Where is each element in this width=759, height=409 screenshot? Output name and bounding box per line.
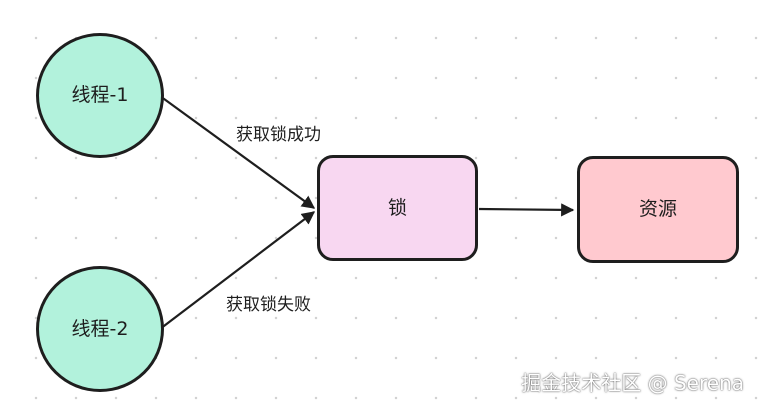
resource-label: 资源 [638, 198, 677, 220]
thread-1-label: 线程-1 [71, 84, 129, 106]
edge-label-lock-success: 获取锁成功 [236, 125, 321, 145]
thread-1-node[interactable]: 线程-1 [36, 33, 164, 158]
edge-label-lock-fail: 获取锁失败 [226, 295, 311, 315]
lock-node[interactable]: 锁 [317, 155, 478, 261]
resource-node[interactable]: 资源 [577, 156, 739, 263]
thread-2-node[interactable]: 线程-2 [36, 266, 164, 392]
edge-lock-to-resource [478, 203, 575, 217]
edge-thread2-to-lock [159, 211, 316, 330]
lock-label: 锁 [387, 196, 407, 219]
edge-thread1-to-lock [159, 95, 316, 209]
watermark: 掘金技术社区 @ Serena [521, 371, 744, 395]
thread-2-label: 线程-2 [71, 317, 129, 340]
